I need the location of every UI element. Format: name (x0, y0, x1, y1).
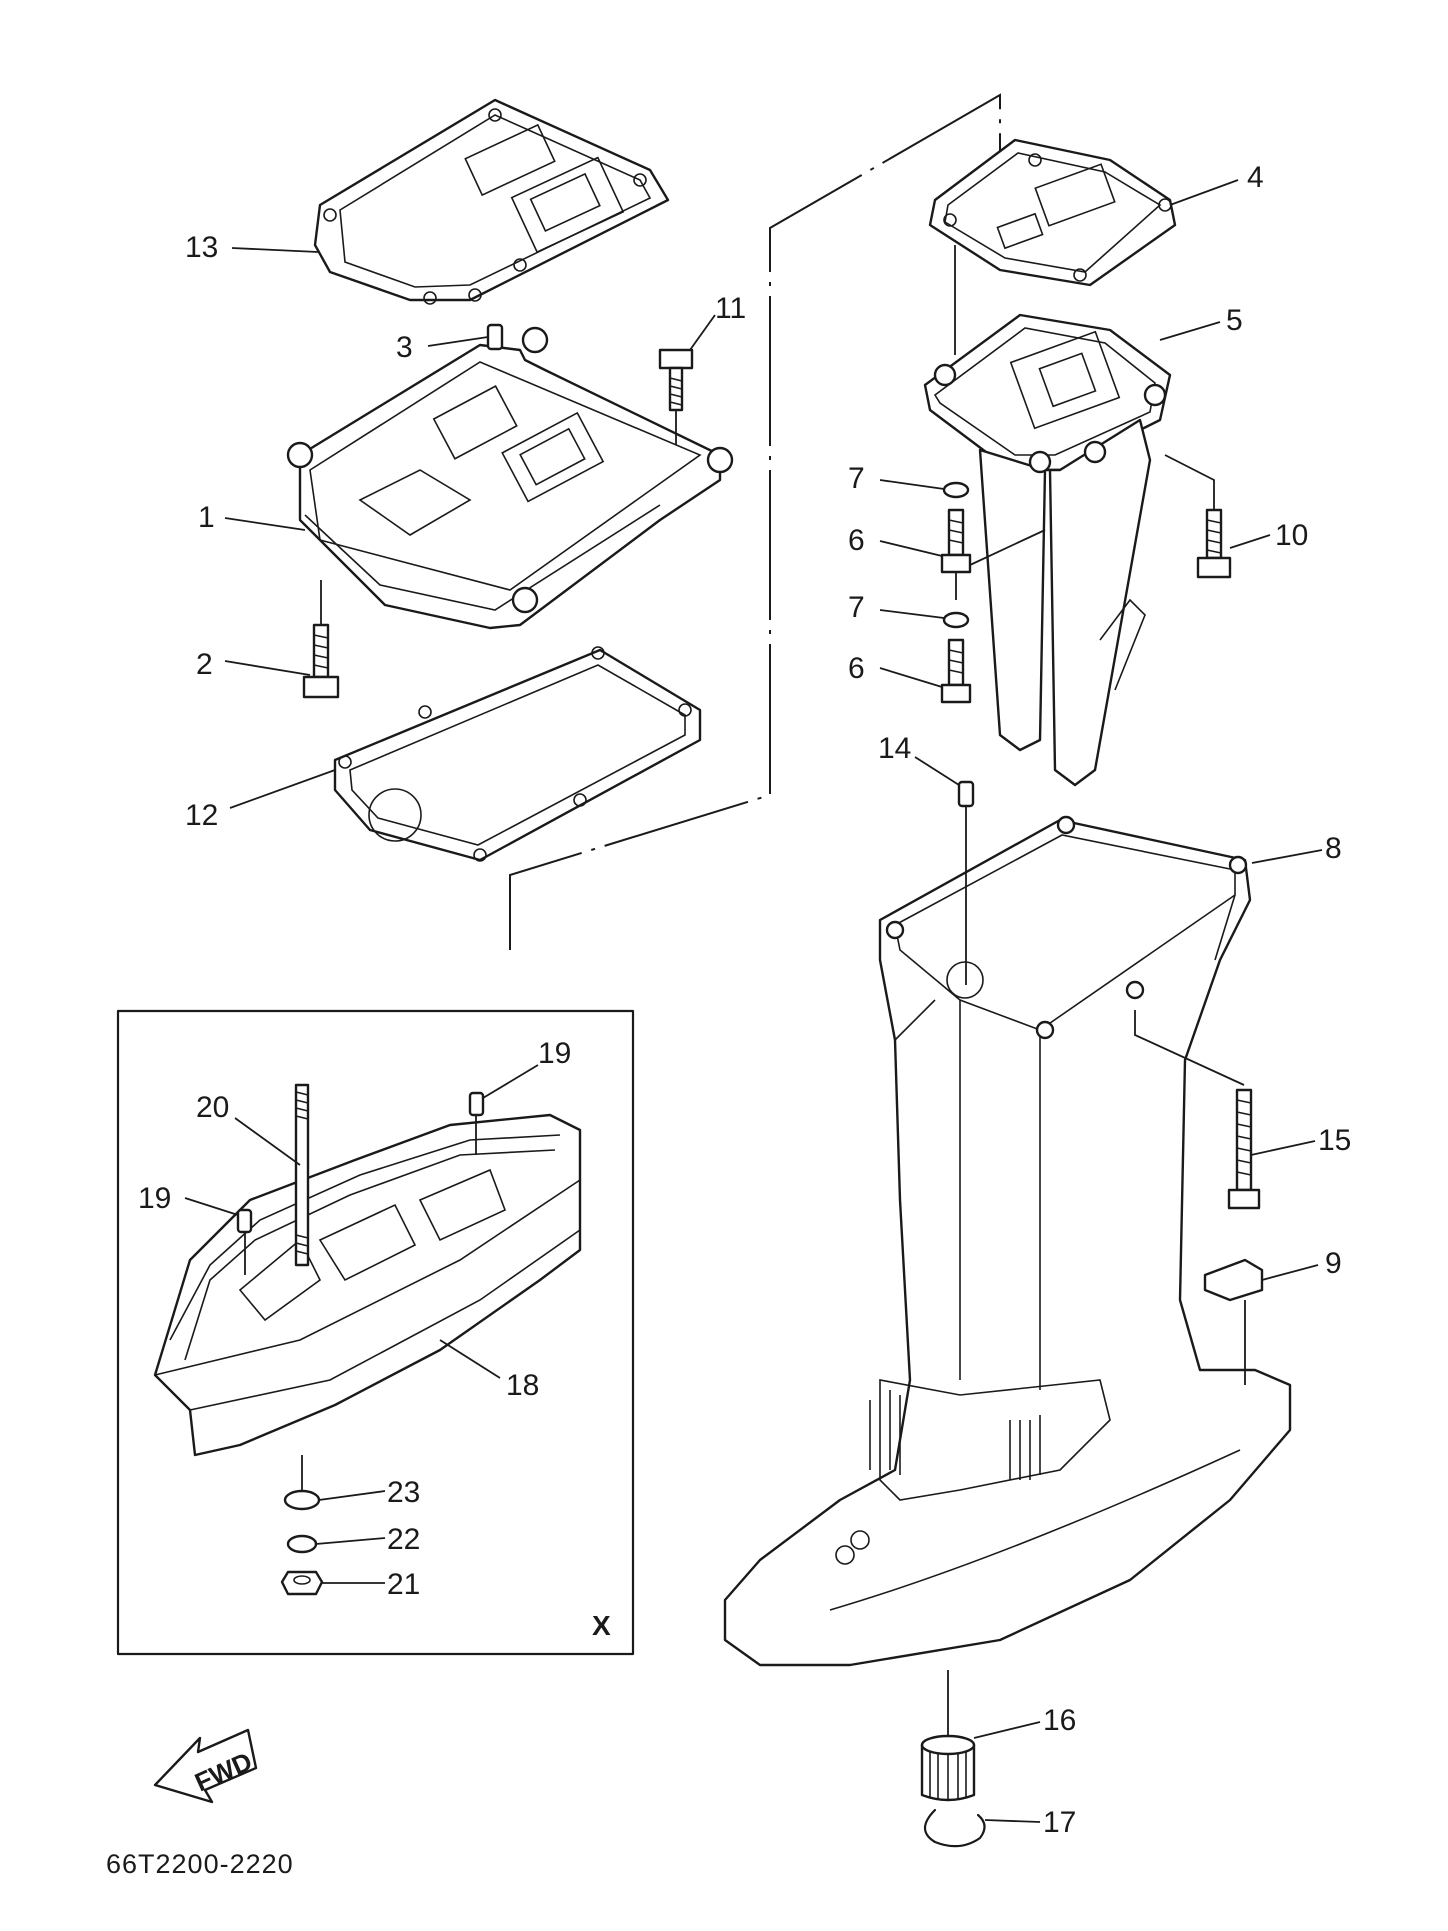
inset-marker-x: X (592, 1610, 611, 1641)
callout-12: 12 (185, 799, 218, 832)
dowel-pin-19-right (468, 1091, 485, 1117)
callout-17: 17 (1043, 1806, 1076, 1839)
callout-19b: 19 (138, 1182, 171, 1215)
grommet-9 (1203, 1258, 1264, 1302)
callout-16: 16 (1043, 1704, 1076, 1737)
callout-23: 23 (387, 1476, 420, 1509)
leader-lines (184, 179, 1323, 1823)
callout-18: 18 (506, 1369, 539, 1402)
assembly-guide-line (509, 93, 1001, 950)
dowel-pin-3 (486, 323, 504, 351)
callout-11: 11 (715, 292, 746, 325)
stud-20 (294, 1083, 310, 1267)
callout-6a: 6 (848, 524, 865, 557)
callout-9: 9 (1325, 1247, 1342, 1280)
dowel-pin-19-left (236, 1208, 253, 1234)
lock-washer-22 (286, 1534, 318, 1554)
callout-22: 22 (387, 1523, 420, 1556)
callout-labels: 13 3 11 1 2 12 4 5 7 6 7 6 10 14 8 15 9 … (138, 161, 1351, 1839)
gasket-13 (313, 98, 670, 305)
callout-1: 1 (198, 501, 215, 534)
bolt-2 (302, 623, 340, 699)
callout-19a: 19 (538, 1037, 571, 1070)
dowel-pin-14 (957, 780, 975, 808)
callout-3: 3 (396, 331, 413, 364)
bolt-6-lower (940, 638, 972, 704)
bolt-15 (1227, 1088, 1261, 1210)
exhaust-guide-4 (923, 313, 1172, 787)
exhaust-seal-18 (153, 1113, 582, 1457)
drawing-code: 66T2200-2220 (106, 1849, 294, 1879)
callout-20: 20 (196, 1091, 229, 1124)
gasket-5 (928, 138, 1177, 287)
callout-21: 21 (387, 1568, 420, 1601)
fwd-direction-arrow-icon: FWD (153, 1728, 258, 1804)
bolt-11 (658, 348, 694, 412)
circlip-17 (923, 1808, 986, 1848)
bolt-10 (1196, 508, 1232, 579)
washer-23 (283, 1489, 321, 1511)
callout-15: 15 (1318, 1124, 1351, 1157)
callout-8: 8 (1325, 832, 1342, 865)
washer-7-upper (942, 481, 970, 499)
callout-2: 2 (196, 648, 213, 681)
nut-21 (280, 1570, 324, 1596)
callout-7b: 7 (848, 591, 865, 624)
callout-4: 5 (1226, 304, 1243, 337)
callout-6b: 6 (848, 652, 865, 685)
gasket-12 (333, 646, 702, 862)
washer-7-lower (942, 611, 970, 629)
callout-10: 10 (1275, 519, 1308, 552)
callout-14: 14 (878, 732, 911, 765)
bushing-16 (920, 1734, 976, 1802)
callout-5: 4 (1247, 161, 1264, 194)
callout-13: 13 (185, 231, 218, 264)
bolt-6-upper (940, 508, 972, 574)
inset-frame (116, 1009, 635, 1656)
callout-7a: 7 (848, 462, 865, 495)
upper-casing-8 (723, 815, 1292, 1667)
upper-casing-1 (286, 326, 734, 630)
